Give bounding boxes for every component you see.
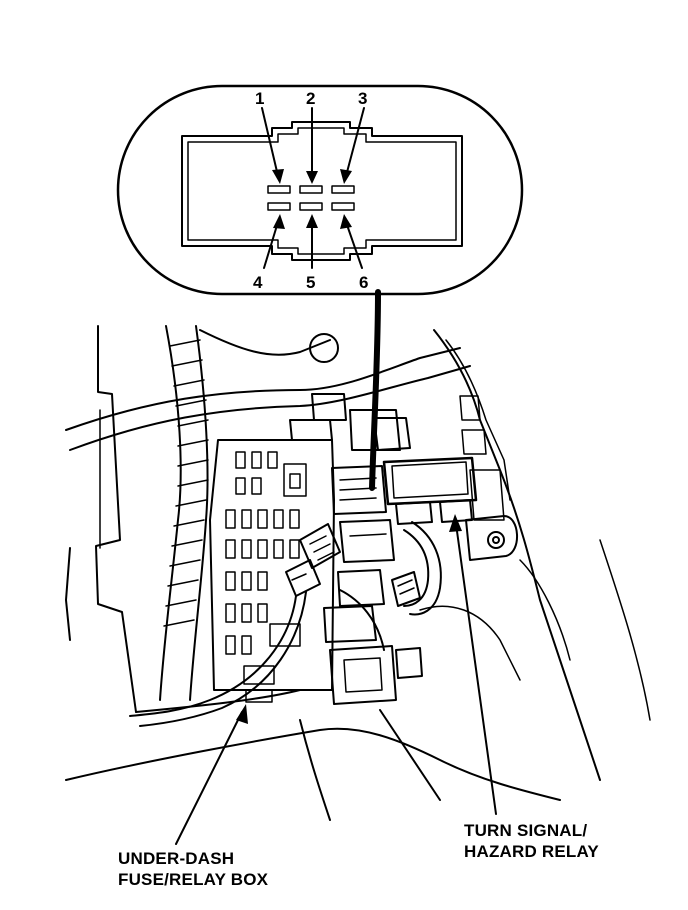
pin-number-3: 3 (358, 89, 367, 108)
terminal-5 (299, 202, 323, 211)
pin-arrowheads (272, 169, 352, 229)
fusebox-leader-arrowhead (236, 704, 248, 724)
relay-label-line2: HAZARD RELAY (464, 842, 599, 861)
lower-dash-contours (65, 539, 651, 821)
relay-label-line1: TURN SIGNAL/ (464, 821, 588, 840)
terminal-2 (299, 185, 323, 194)
connector-terminals (267, 185, 355, 211)
terminal-3 (331, 185, 355, 194)
bracket-bolt (487, 531, 505, 549)
relay-label: TURN SIGNAL/ HAZARD RELAY (464, 820, 599, 862)
fusebox-leader-line (175, 711, 243, 845)
turn-signal-hazard-relay (382, 456, 478, 525)
pin-number-5: 5 (306, 273, 315, 292)
fuse-box-label-line1: UNDER-DASH (118, 849, 235, 868)
pin-number-6: 6 (359, 273, 368, 292)
pin-numbers: 1 2 3 4 5 6 (253, 89, 368, 292)
pin-number-4: 4 (253, 273, 263, 292)
pin-number-1: 1 (255, 89, 264, 108)
fuse-box-label: UNDER-DASH FUSE/RELAY BOX (118, 848, 268, 890)
bubble-to-relay-leader (369, 289, 381, 491)
relay-bracket (465, 515, 519, 561)
relay-leader-line (455, 523, 497, 815)
pin-number-2: 2 (306, 89, 315, 108)
connector-callout-bubble (116, 84, 524, 296)
harness-connectors (129, 521, 442, 727)
terminal-4 (267, 202, 291, 211)
relay-leader-arrowhead (449, 514, 462, 532)
fuse-box-label-line2: FUSE/RELAY BOX (118, 870, 269, 889)
relay-cluster (289, 393, 519, 705)
pin-leaders (261, 107, 365, 269)
terminal-6 (331, 202, 355, 211)
connector-housing (181, 121, 463, 261)
dash-structure (65, 325, 601, 781)
terminal-1 (267, 185, 291, 194)
